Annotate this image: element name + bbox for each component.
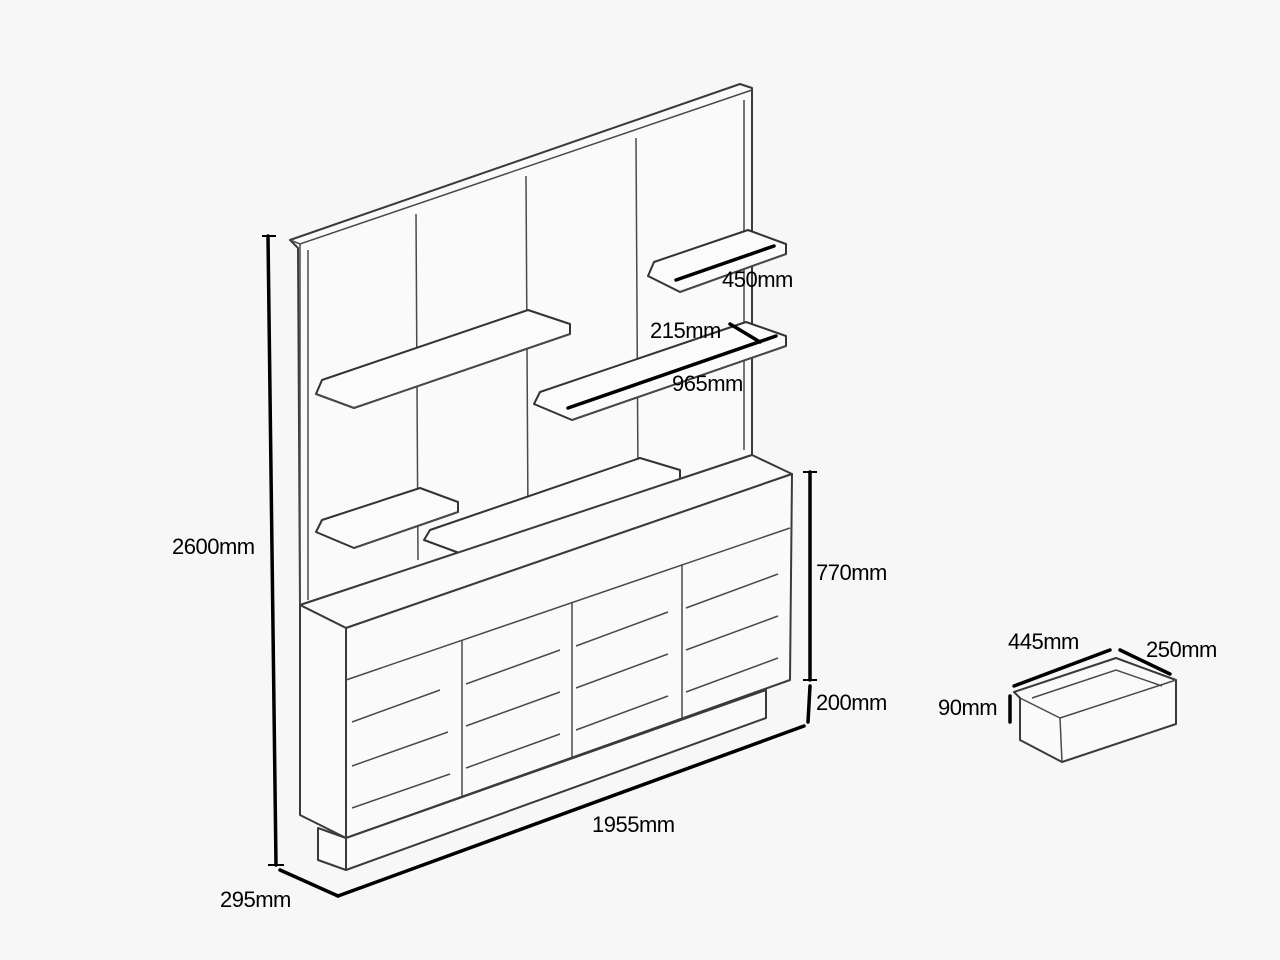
shelf-depth-label: 215mm (650, 318, 721, 343)
width-dim-line (336, 724, 806, 898)
height-label: 2600mm (172, 534, 255, 559)
plinth-height-dim-line (806, 684, 812, 724)
shelf-depth-dim-line (728, 322, 762, 344)
depth-label: 295mm (220, 887, 291, 912)
width-label: 1955mm (592, 812, 675, 837)
small-shelf-label: 450mm (722, 267, 793, 292)
drawer-width-dim-line (1012, 648, 1112, 688)
long-shelf-dim-line (566, 334, 778, 410)
drawer-detail (1008, 648, 1177, 763)
drawer-depth-label: 250mm (1146, 637, 1217, 662)
height-dim-line (266, 234, 278, 867)
depth-dim-line (278, 868, 340, 898)
dimension-lines (262, 234, 817, 898)
long-shelf-label: 965mm (672, 371, 743, 396)
drawer-width-label: 445mm (1008, 629, 1079, 654)
lower-cabinet (299, 454, 793, 839)
shelf-middle-right (533, 321, 787, 421)
shelf-lower-left (315, 487, 459, 549)
plinth-height-label: 200mm (816, 690, 887, 715)
drawer-depth-dim-line (1118, 648, 1172, 676)
drawer-height-label: 90mm (938, 695, 997, 720)
shelf-upper-left (315, 309, 571, 409)
cabinet-height-label: 770mm (816, 560, 887, 585)
small-shelf-dim-line (674, 244, 776, 282)
plinth (317, 689, 767, 871)
